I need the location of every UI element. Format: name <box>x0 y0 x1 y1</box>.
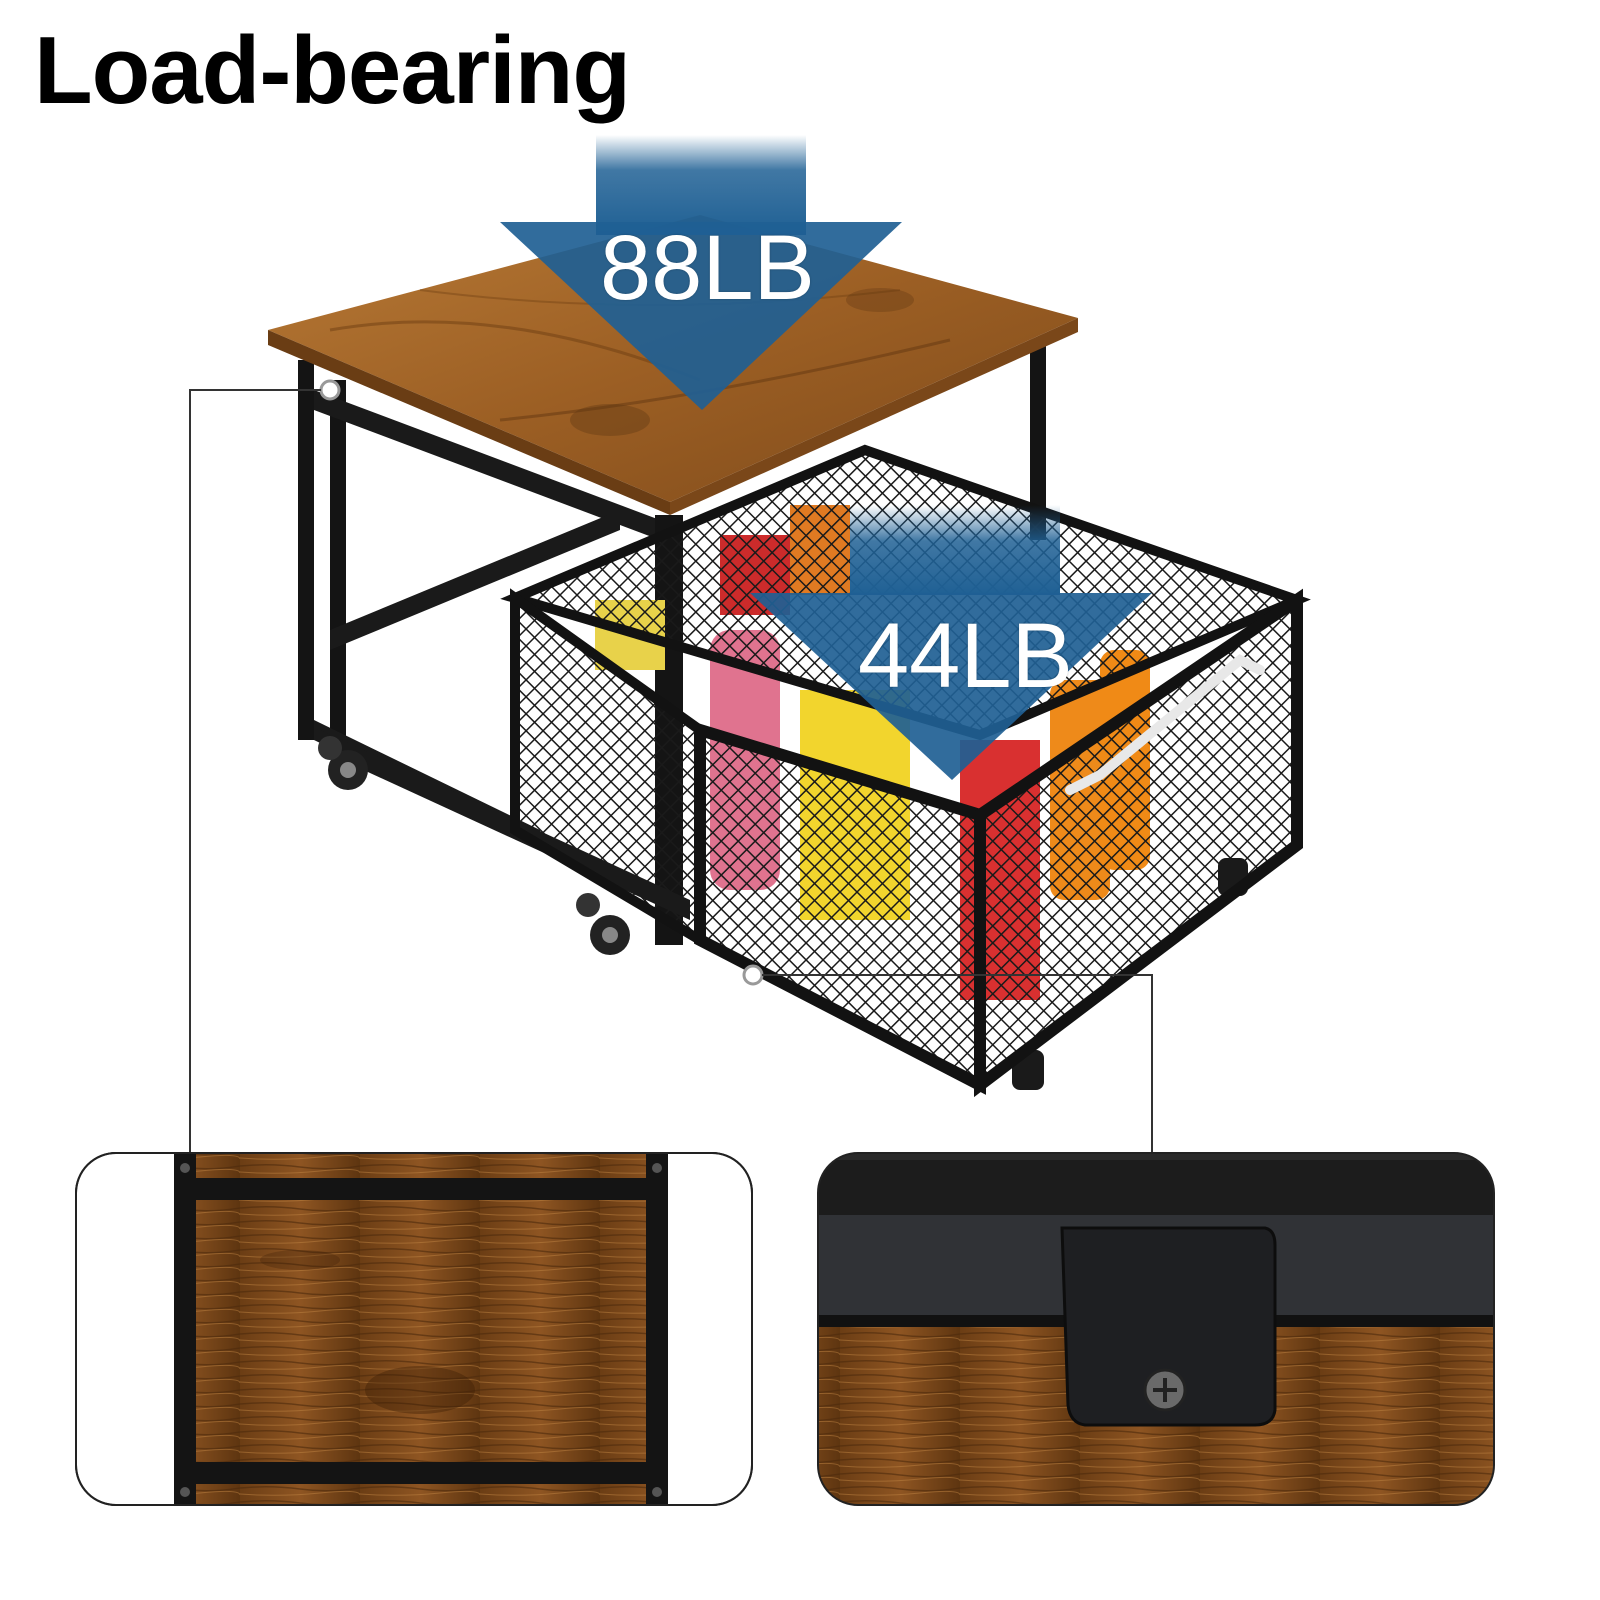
mesh-drawer <box>500 444 1311 1098</box>
detail-panel-bracket <box>817 1152 1495 1506</box>
drawer-load-label: 44LB <box>858 605 1073 707</box>
top-load-arrow <box>500 135 902 410</box>
page-title: Load-bearing <box>34 17 631 124</box>
detail-panel-frame <box>75 1152 753 1506</box>
callout-lines <box>189 379 1153 1152</box>
drawer-load-arrow <box>750 505 1152 780</box>
top-load-label: 88LB <box>600 217 815 319</box>
